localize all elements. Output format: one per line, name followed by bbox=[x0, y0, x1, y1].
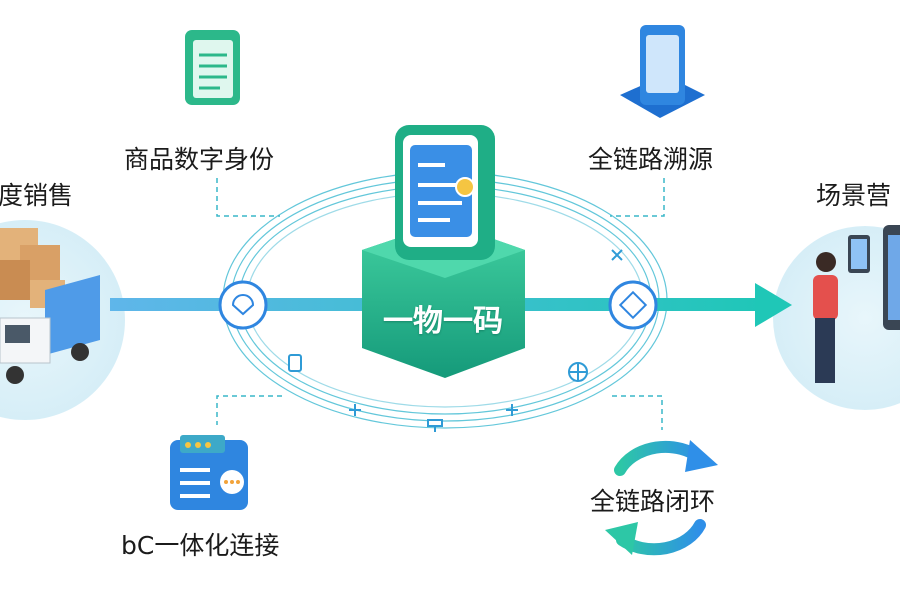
person-with-tablet-illustration bbox=[813, 225, 900, 383]
plus-icon bbox=[506, 404, 518, 416]
orbit-small-icons bbox=[288, 249, 623, 432]
digital-identity-icon bbox=[185, 30, 240, 105]
sparkle-icon bbox=[611, 249, 623, 261]
traceability-phone-icon bbox=[620, 25, 705, 118]
label-bc-integration: bC一体化连接 bbox=[121, 531, 280, 560]
right-node-icon bbox=[608, 280, 658, 330]
plus-icon bbox=[349, 404, 361, 416]
boxes-and-truck-illustration bbox=[0, 228, 100, 384]
bc-integration-server-icon bbox=[170, 435, 248, 510]
tag-icon bbox=[288, 354, 302, 372]
flow-arrow-head bbox=[755, 283, 792, 327]
closed-loop-cycle-icon bbox=[605, 440, 718, 556]
right-scene-circle bbox=[773, 226, 900, 410]
label-traceability: 全链路溯源 bbox=[588, 145, 714, 174]
label-scenario-marketing: 场景营 bbox=[816, 181, 892, 210]
label-closed-loop: 全链路闭环 bbox=[590, 487, 716, 516]
plug-icon bbox=[427, 419, 443, 432]
left-node-icon bbox=[218, 280, 268, 330]
globe-lines bbox=[569, 363, 587, 381]
center-label: 一物一码 bbox=[383, 304, 503, 339]
label-left-sales: 度销售 bbox=[0, 181, 74, 210]
dashed-connectors bbox=[216, 178, 665, 430]
center-code-cube bbox=[362, 125, 525, 378]
label-digital-identity: 商品数字身份 bbox=[124, 145, 275, 174]
